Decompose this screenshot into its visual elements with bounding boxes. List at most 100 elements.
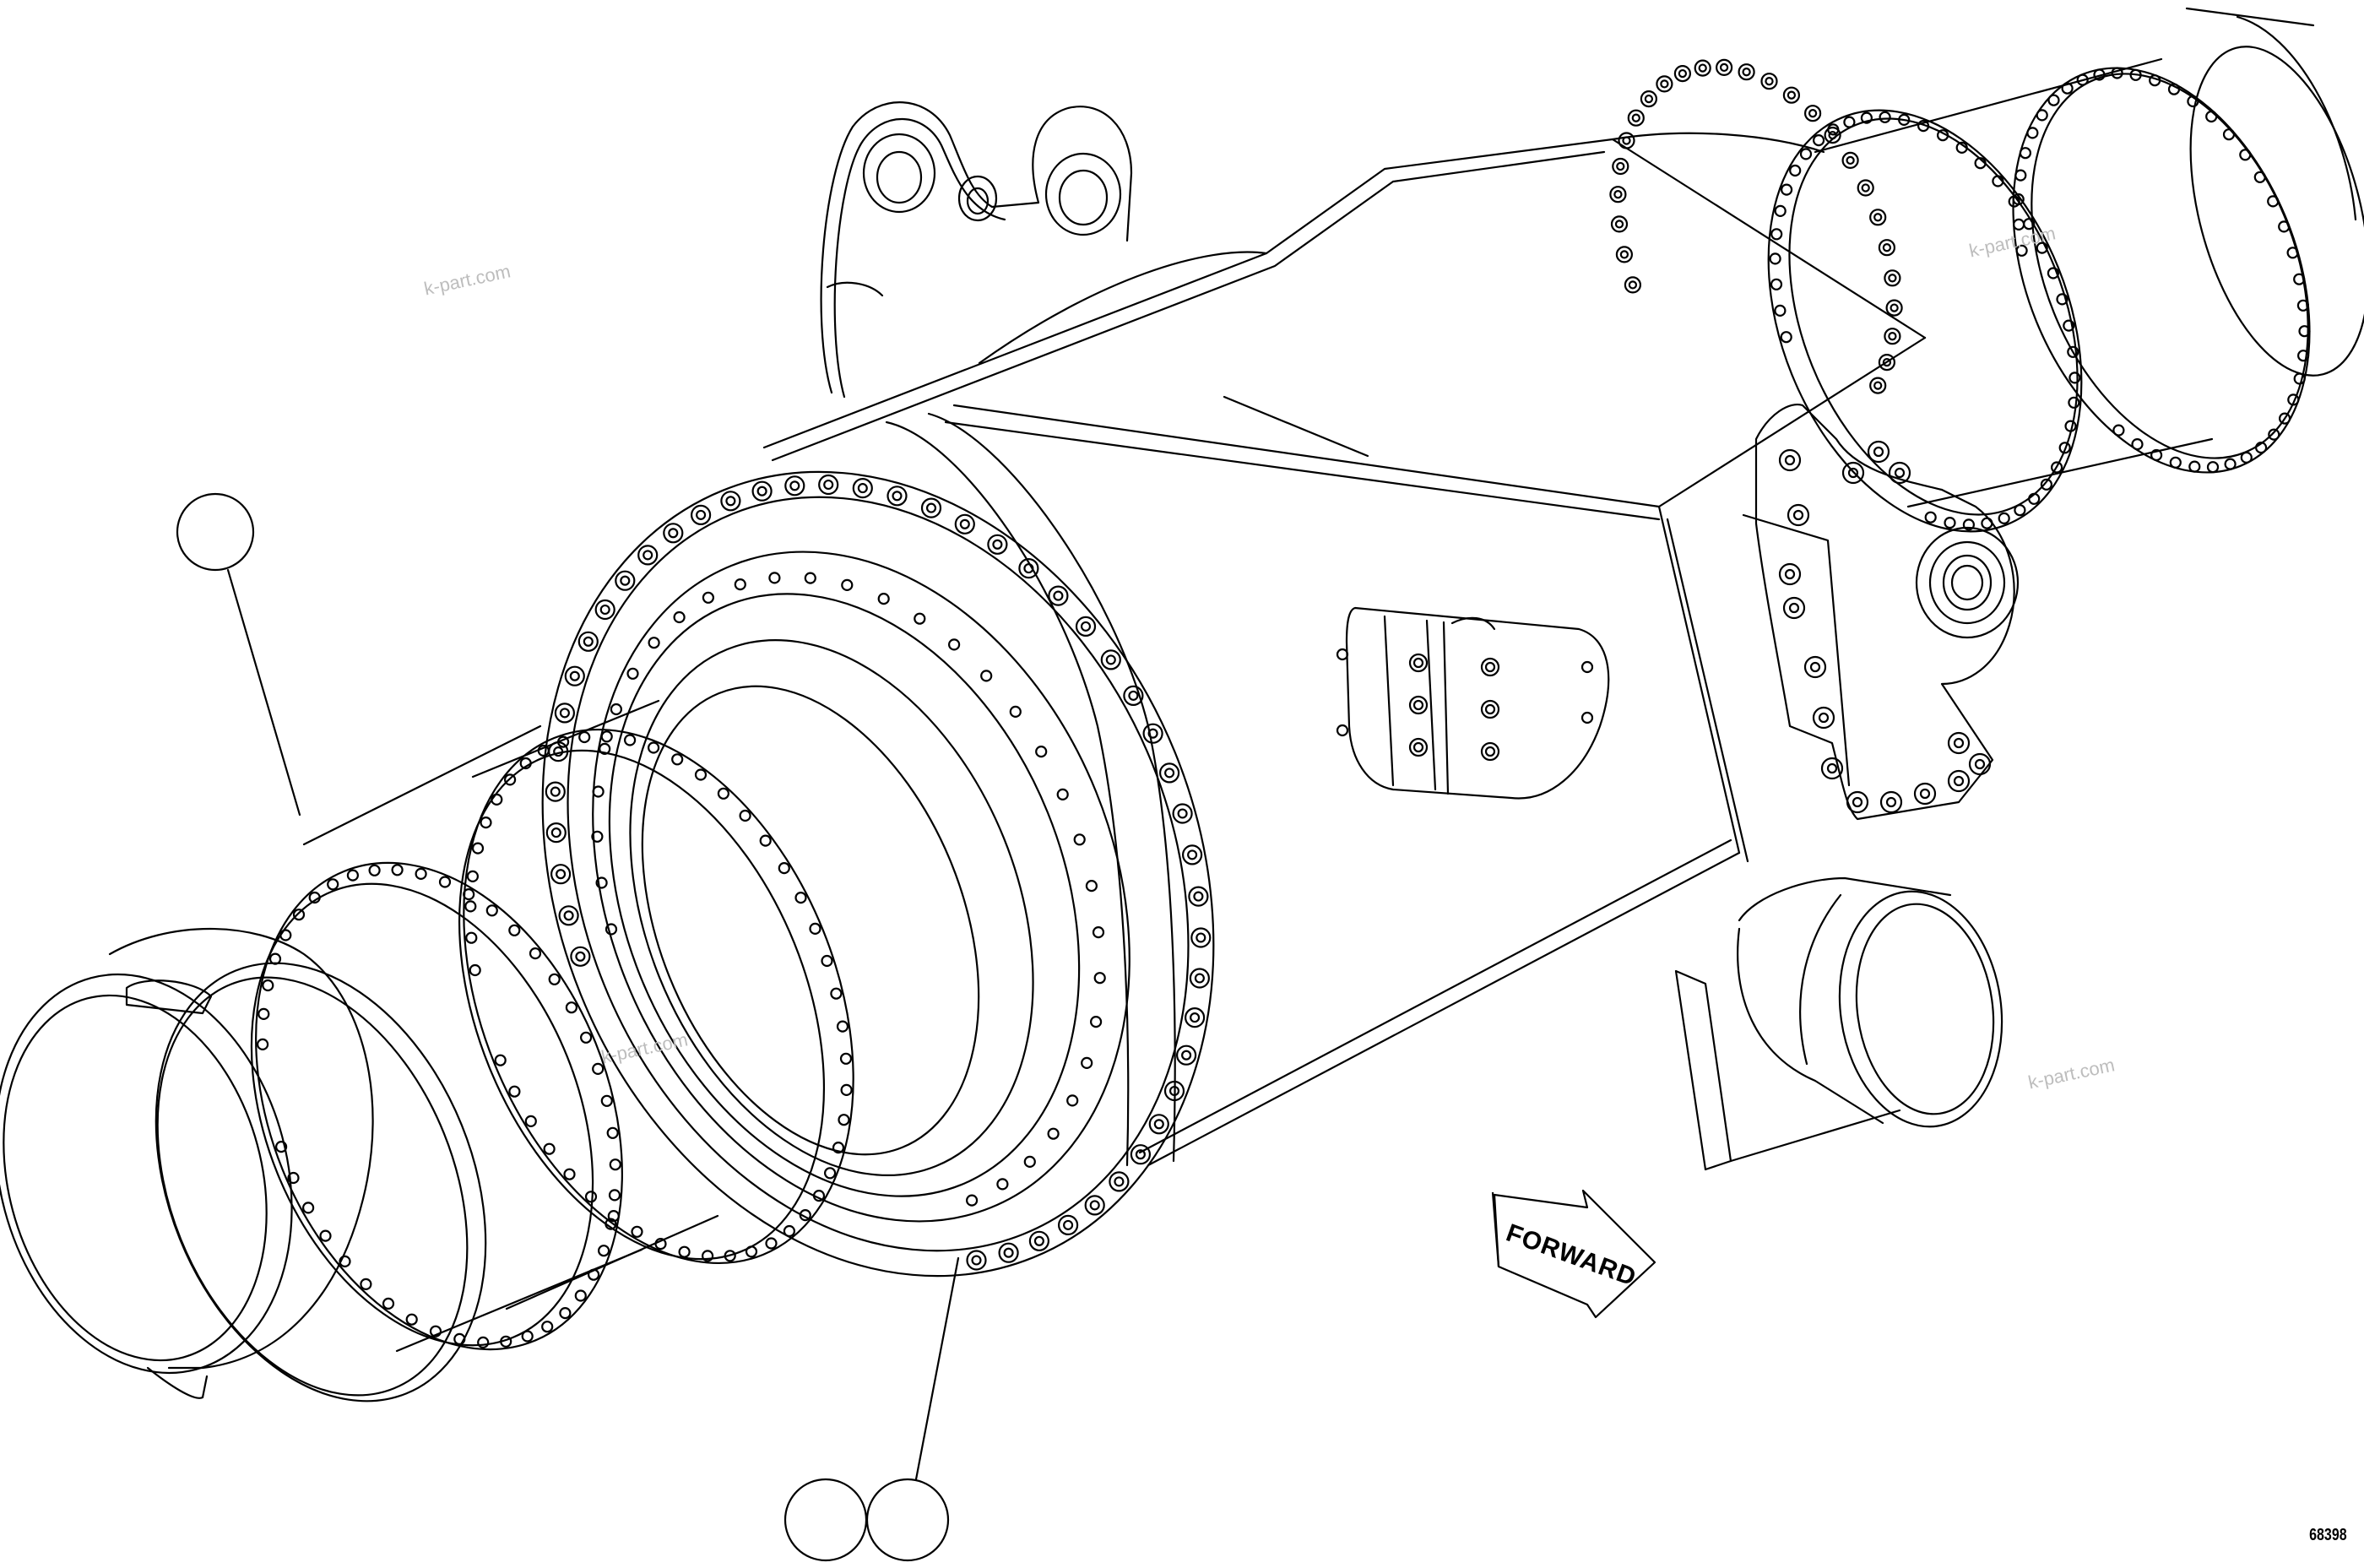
bolt-head bbox=[2019, 147, 2031, 160]
bolt-center bbox=[1181, 1050, 1192, 1061]
bolt-head bbox=[1781, 183, 1793, 196]
bolt-center bbox=[1628, 280, 1638, 290]
bolt-head bbox=[2014, 504, 2026, 517]
bolt-head bbox=[615, 570, 636, 591]
bolt-center bbox=[550, 786, 561, 797]
bolt-center bbox=[1888, 332, 1897, 341]
bolt-head bbox=[1778, 448, 1802, 472]
bolt-head bbox=[1878, 354, 1895, 372]
bolt-head bbox=[832, 1141, 845, 1154]
left-main-flange bbox=[541, 470, 1215, 1278]
bolt-head bbox=[491, 793, 503, 806]
bolt-head bbox=[724, 1250, 736, 1262]
bolt-center bbox=[1765, 77, 1774, 86]
bolt-head bbox=[605, 923, 618, 936]
bolt-head bbox=[1778, 562, 1802, 586]
bolt-head bbox=[783, 1224, 796, 1238]
bolt-head bbox=[1715, 58, 1733, 77]
bolt-head bbox=[1947, 731, 1971, 755]
bolt-head bbox=[966, 1250, 987, 1271]
bolt-center bbox=[1616, 161, 1625, 171]
bolt-head bbox=[2067, 345, 2079, 358]
bolt-head bbox=[852, 477, 873, 499]
bolt-center bbox=[1852, 796, 1863, 808]
bolt-head bbox=[998, 1242, 1019, 1263]
bolt-center bbox=[1631, 113, 1640, 122]
bolt-center bbox=[668, 528, 679, 539]
bolt-head bbox=[1981, 517, 1993, 529]
bolt-head bbox=[821, 954, 833, 968]
bolt-center bbox=[1882, 243, 1892, 252]
bolt-head bbox=[1782, 86, 1800, 104]
bolt-head bbox=[574, 1289, 587, 1302]
bolt-center bbox=[1974, 758, 1986, 770]
bolt-head bbox=[637, 545, 659, 566]
bolt-head bbox=[600, 730, 613, 743]
bolt-head bbox=[500, 1335, 512, 1348]
bolt-center bbox=[1003, 1247, 1014, 1258]
bolt-center bbox=[1809, 661, 1821, 673]
bolt-center bbox=[1742, 68, 1751, 77]
bolt-head bbox=[1770, 228, 1783, 241]
bolt-head bbox=[836, 1020, 849, 1033]
bolt-head bbox=[947, 638, 961, 651]
bolt-head bbox=[2188, 460, 2201, 473]
bolt-center bbox=[1888, 274, 1897, 283]
bolt-head bbox=[2036, 241, 2048, 254]
bolt-head bbox=[2167, 83, 2181, 95]
bolt-head bbox=[2150, 448, 2163, 462]
bolt-head bbox=[1857, 179, 1874, 197]
bolt-center bbox=[1861, 183, 1870, 193]
bolt-head bbox=[1610, 215, 1629, 233]
bolt-head bbox=[2063, 319, 2075, 332]
bolt-center bbox=[1619, 250, 1629, 259]
bolt-head bbox=[1804, 105, 1822, 122]
bolt-head bbox=[2278, 220, 2291, 233]
bolt-head bbox=[2255, 441, 2268, 454]
bolt-center bbox=[1792, 509, 1804, 521]
bolt-center bbox=[1953, 775, 1965, 787]
bolt-head bbox=[565, 1001, 578, 1014]
bolt-head bbox=[529, 947, 542, 960]
bolt-head bbox=[339, 1255, 351, 1268]
bolt-head bbox=[778, 861, 790, 875]
bolt-head bbox=[1018, 557, 1039, 579]
bolt-head bbox=[1175, 1044, 1197, 1066]
bolt-head bbox=[2149, 74, 2161, 87]
bolt-head bbox=[415, 867, 427, 881]
bolt-center bbox=[1053, 590, 1064, 601]
bolt-head bbox=[607, 1209, 620, 1223]
bolt-head bbox=[257, 1038, 269, 1051]
bolt-head bbox=[464, 900, 477, 913]
bolt-head bbox=[480, 816, 492, 829]
bolt-head bbox=[647, 741, 660, 754]
bolt-head bbox=[503, 773, 517, 786]
bolt-head bbox=[1898, 113, 1911, 126]
bolt-head bbox=[469, 963, 481, 977]
bolt-head bbox=[2253, 171, 2266, 183]
bolt-head bbox=[1998, 512, 2010, 525]
bolt-head bbox=[599, 742, 611, 756]
bolt-head bbox=[577, 631, 599, 652]
bolt-head bbox=[765, 1237, 778, 1250]
bolt-center bbox=[643, 550, 653, 561]
bolt-head bbox=[734, 578, 746, 591]
bolt-center bbox=[1187, 849, 1198, 860]
bolt-head bbox=[690, 504, 712, 526]
bolt-center bbox=[553, 746, 564, 757]
bolt-head bbox=[1048, 585, 1069, 606]
bolt-head bbox=[1937, 129, 1949, 142]
bolt-center bbox=[971, 1255, 982, 1266]
bolt-center bbox=[1622, 136, 1631, 145]
bolt-head bbox=[2267, 195, 2280, 208]
bolt-center bbox=[1089, 1200, 1100, 1211]
bolt-center bbox=[1828, 130, 1837, 140]
bolt-center bbox=[1919, 788, 1931, 800]
bolt-head bbox=[2268, 428, 2280, 441]
bolt-head bbox=[429, 1325, 442, 1337]
bolt-head bbox=[980, 670, 993, 682]
bolt-head bbox=[519, 757, 532, 770]
pivot-bore bbox=[1915, 526, 2020, 639]
bolt-head bbox=[751, 480, 773, 502]
